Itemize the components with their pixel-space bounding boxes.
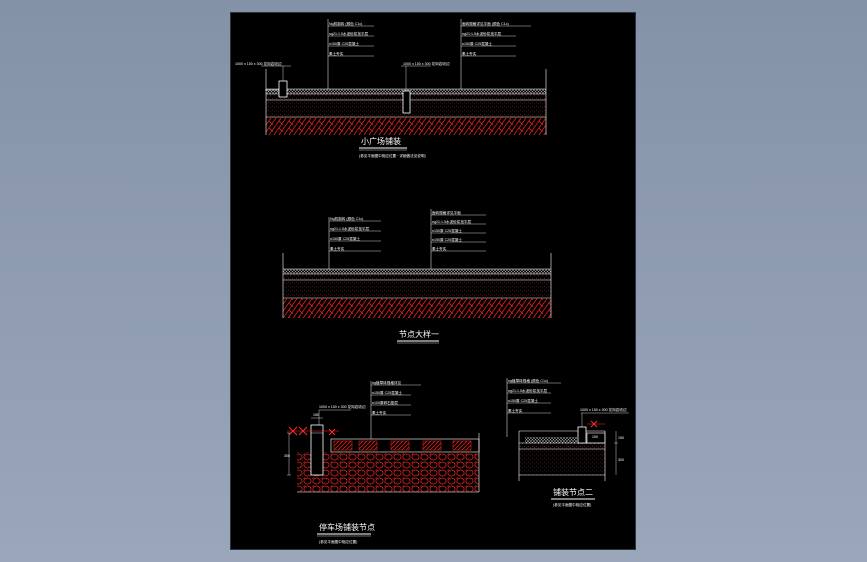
concrete-layer [519, 449, 605, 475]
paver-block [358, 440, 378, 451]
d3-edge-note: 1000 x 150 x 300 花岗岩收边 [319, 404, 366, 409]
detail-4-paving-node: 150 300 100 ng植草砖规格 (颜色 C1c) ng21:1.5水泥砂… [506, 378, 629, 507]
d3-dim-width: 150 [313, 413, 319, 417]
d1-callout-right-3: n150厚 C25混凝土 [462, 41, 492, 46]
compacted-soil [283, 298, 551, 318]
paver-block [333, 440, 353, 451]
d1-edge-note-left: 1000 x 150 x 300 花岗岩收边 [235, 61, 282, 66]
curb-stone [577, 426, 587, 444]
d2-callout-right-1: 面砖规格详见平面 [432, 210, 461, 215]
d4-title: 铺装节点二 [553, 487, 593, 497]
d2-callout-right-5: 素土夯实 [432, 246, 447, 251]
d1-callout-left-4: 素土夯实 [329, 51, 344, 56]
detail-2-node-large: Ng机制砖 (颜色 C1c) ng21:1.5水泥砂浆找平层 n150厚 C25… [282, 209, 552, 344]
d4-callout-1: ng植草砖规格 (颜色 C1c) [508, 378, 548, 383]
d4-callout-3: n150厚 C25混凝土 [508, 398, 538, 403]
d1-callout-left-3: n150厚 C25混凝土 [329, 41, 359, 46]
mortar-layer [283, 274, 551, 280]
cad-drawing: Ng机制砖 (颜色 C1c) ng21:1.5水泥砂浆找平层 n150厚 C25… [235, 19, 629, 544]
d3-subtitle: (参见平面图中相应位置) [319, 539, 357, 544]
d1-callout-left-1: Ng机制砖 (颜色 C1c) [329, 21, 362, 26]
drawing-sheet: Ng机制砖 (颜色 C1c) ng21:1.5水泥砂浆找平层 n150厚 C25… [230, 12, 636, 550]
d1-callout-left-2: ng21:1.5水泥砂浆找平层 [329, 31, 369, 36]
d1-callout-right-2: ng21:1.5水泥砂浆找平层 [462, 31, 502, 36]
d2-callout-right-4: n150厚 C25混凝土 [432, 237, 462, 242]
d2-callout-right-3: n150厚 C25混凝土 [432, 228, 462, 233]
detail-1-small-plaza-paving: Ng机制砖 (颜色 C1c) ng21:1.5水泥砂浆找平层 n150厚 C25… [235, 19, 547, 158]
d3-callout-1: ng植草砖规格详见 [372, 380, 402, 385]
compacted-soil [266, 117, 546, 135]
d3-callout-3: n100厚碎石垫层 [372, 400, 398, 405]
paver-block [452, 440, 472, 451]
paver-surface [525, 437, 577, 443]
d4-subtitle: (参见平面图中相应位置) [553, 502, 591, 507]
d2-callout-right-2: ng21:1.5水泥砂浆找平层 [432, 219, 472, 224]
paver-block [390, 440, 410, 451]
d3-callout-4: 素土夯实 [372, 410, 387, 415]
d2-callout-left-4: 素土夯实 [330, 246, 345, 251]
d1-callout-right-1: 面砖规格详见平面 (颜色 C1c) [462, 21, 509, 26]
paver-block [422, 440, 442, 451]
d2-callout-left-3: n150厚 C25混凝土 [330, 236, 360, 241]
d4-dim-h1: 150 [618, 436, 624, 440]
mortar-layer [519, 443, 605, 449]
concrete-layer [283, 280, 551, 298]
curb-stone [310, 424, 324, 476]
d3-callout-2: n150厚 C25混凝土 [372, 390, 402, 395]
d1-callout-right-4: 素土夯实 [462, 51, 477, 56]
d1-title: 小广场铺装 [361, 136, 401, 146]
d4-callout-2: ng21:1.5水泥砂浆找平层 [508, 388, 548, 393]
d3-title: 停车场铺装节点 [319, 522, 375, 532]
d3-dim-height: 300 [284, 454, 290, 458]
d4-dim-width: 100 [592, 435, 598, 439]
grass-paver-layer [283, 269, 551, 274]
curb-stone-left [278, 80, 288, 98]
d4-edge-note: 1000 x 150 x 300 花岗岩收边 [580, 407, 627, 412]
detail-3-parking-paving: 300 150 ng植草砖规格详见 n150厚 C25混凝土 n100厚碎石垫层… [284, 380, 480, 544]
d2-callout-left-1: Ng机制砖 (颜色 C1c) [330, 216, 363, 221]
d4-callout-4: 素土夯实 [508, 408, 523, 413]
d1-subtitle: (参见平面图中相应位置 · 详细做法见说明) [359, 153, 426, 158]
d2-title: 节点大样一 [399, 329, 439, 339]
d4-dim-h2: 300 [618, 458, 624, 462]
d1-edge-note-mid: 1000 x 150 x 300 花岗岩收边 [403, 61, 450, 66]
curb-stone-mid [402, 90, 411, 114]
d2-callout-left-2: ng21:1.5水泥砂浆找平层 [330, 226, 370, 231]
